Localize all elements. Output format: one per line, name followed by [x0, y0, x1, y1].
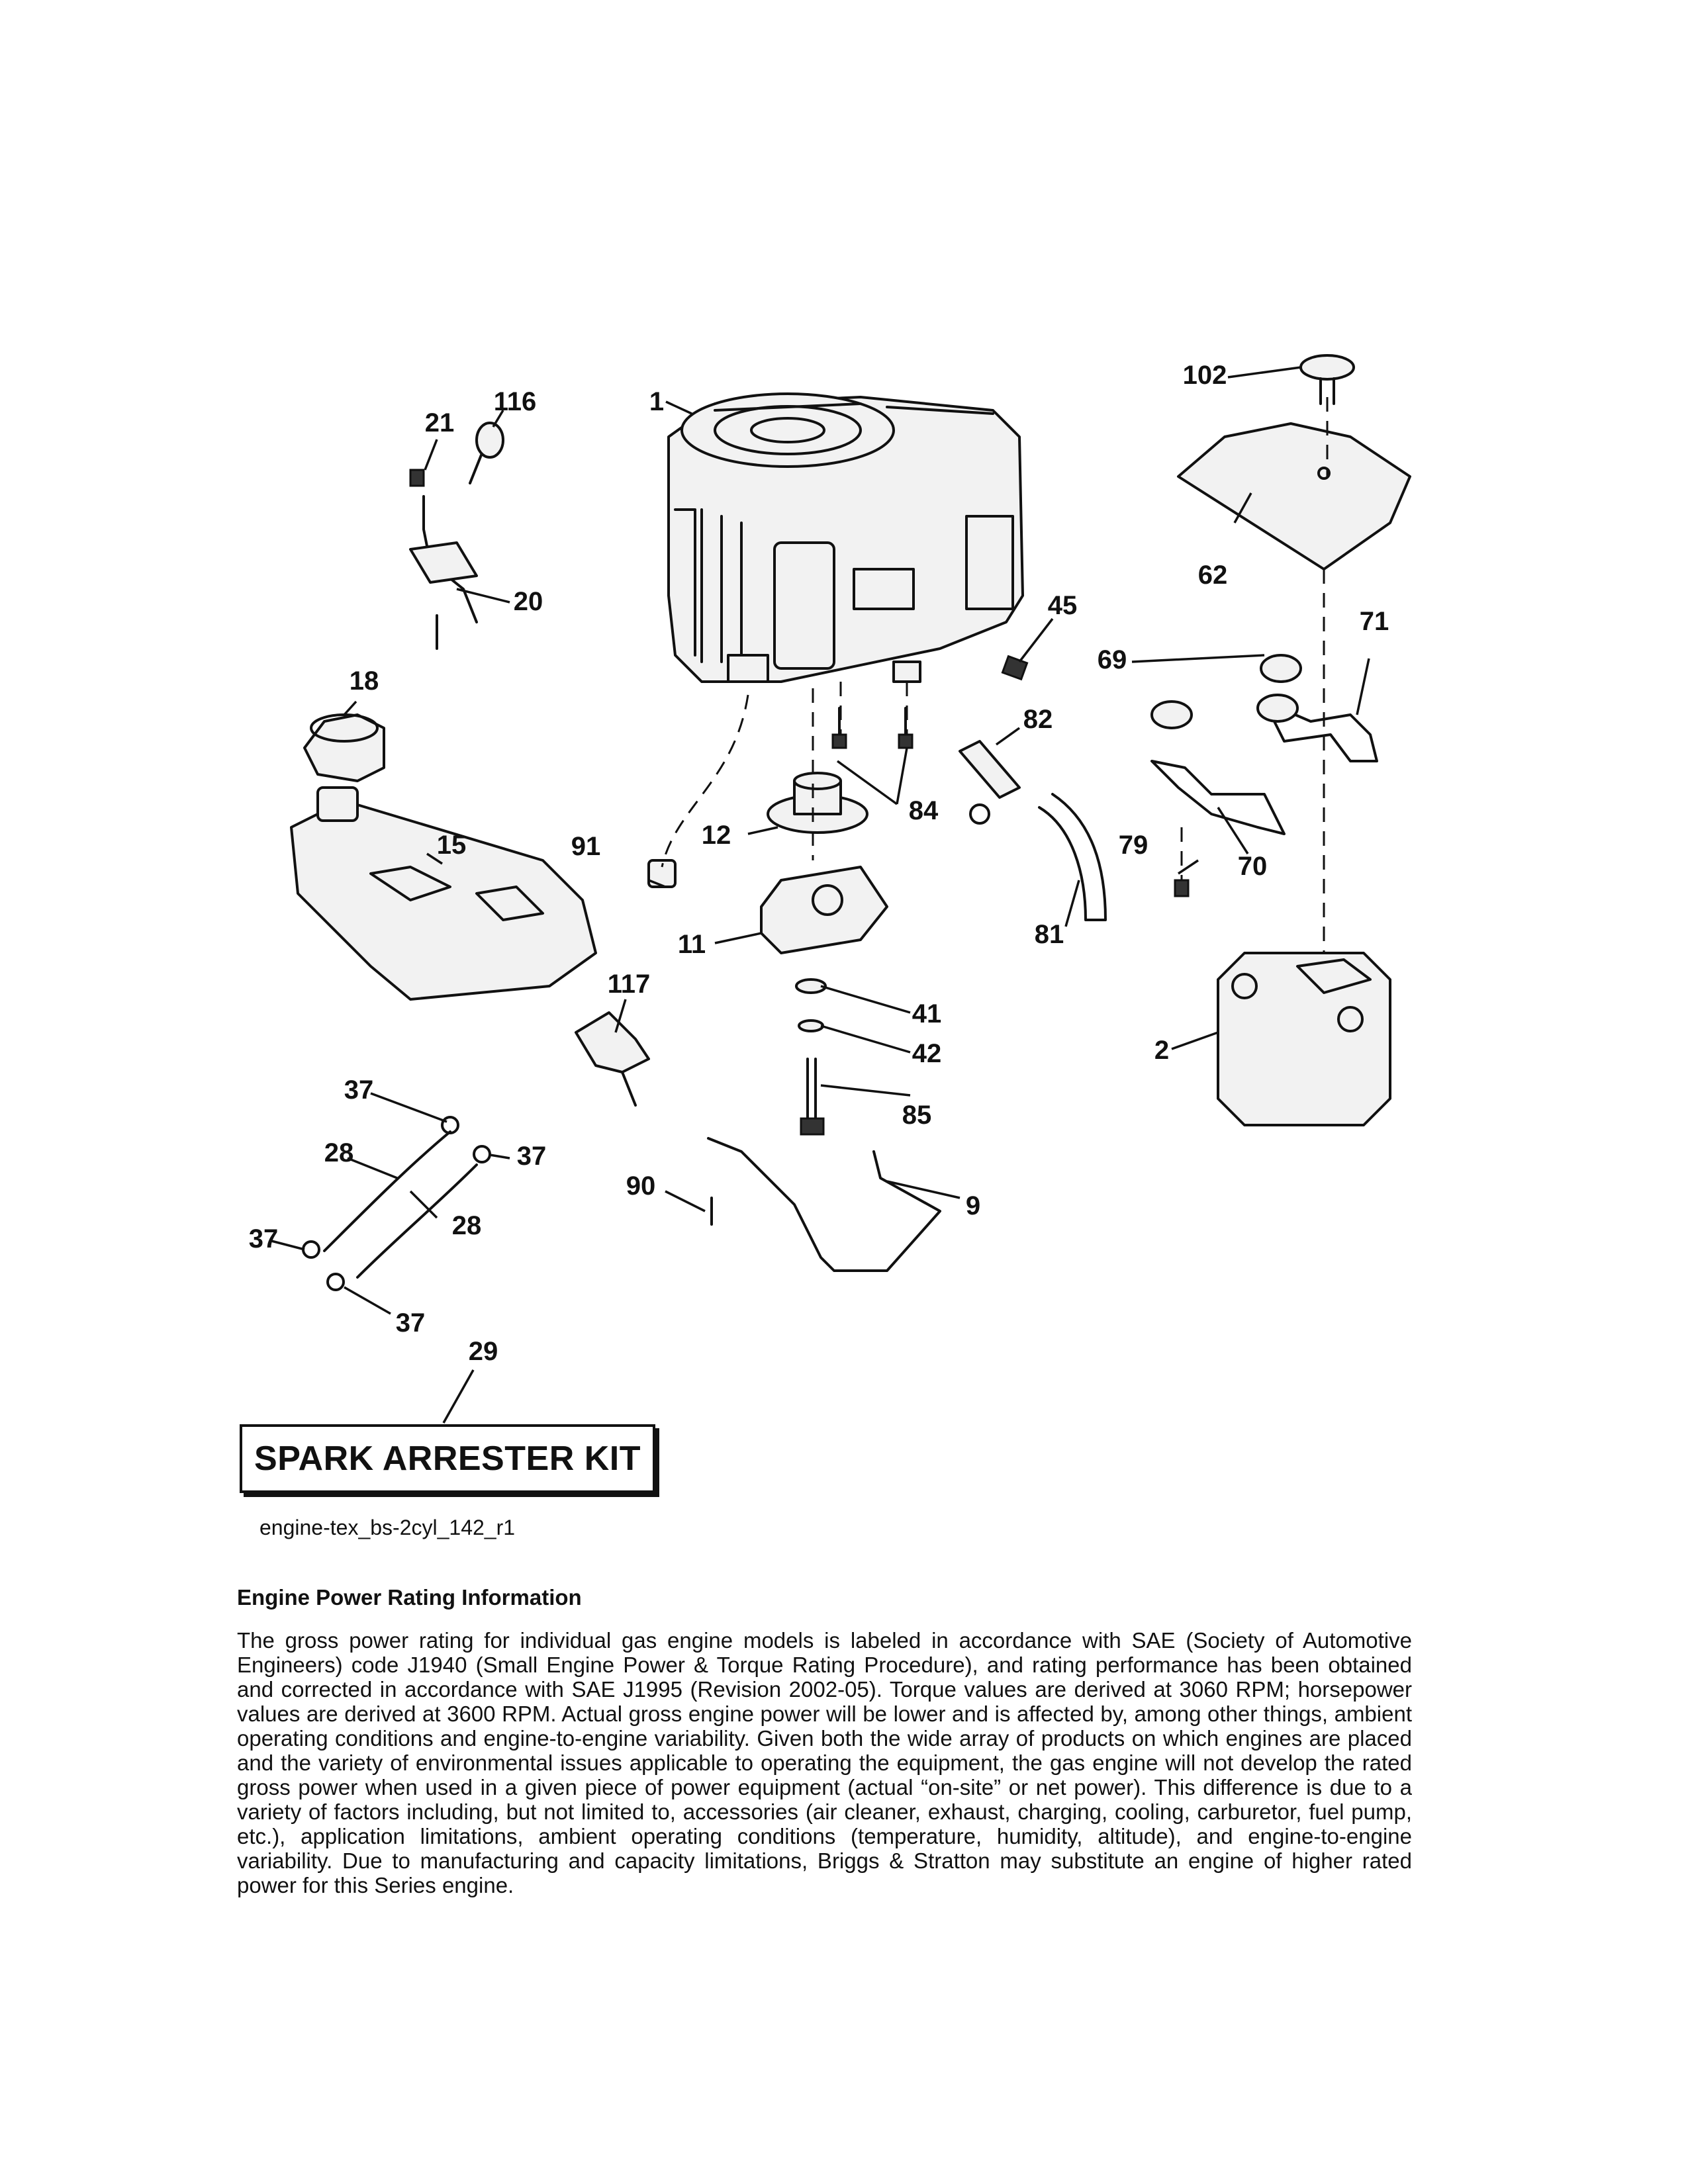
callout-12: 12 [702, 821, 731, 850]
fuel-tank-part [290, 786, 597, 1001]
info-heading: Engine Power Rating Information [237, 1585, 582, 1610]
engine-part [667, 392, 1024, 683]
exploded-parts-diagram: 1 102 62 21 116 20 18 15 45 69 71 82 84 … [249, 354, 1411, 1424]
washer-part [795, 978, 827, 1136]
callout-37-top: 37 [344, 1075, 374, 1105]
bolt-part [831, 707, 914, 749]
bolt-part [1174, 879, 1190, 897]
callout-117: 117 [608, 970, 651, 999]
callout-82: 82 [1023, 705, 1053, 734]
callout-20: 20 [514, 587, 543, 616]
callout-42: 42 [912, 1039, 942, 1068]
gas-cap-part [303, 713, 385, 782]
pulley-part [767, 772, 868, 834]
callout-79: 79 [1119, 831, 1149, 860]
nut-part [1001, 655, 1029, 681]
spark-arrester-kit-title: SPARK ARRESTER KIT [254, 1439, 641, 1478]
callout-69: 69 [1098, 645, 1127, 674]
callout-15: 15 [437, 831, 467, 860]
assembly-lines [661, 397, 1329, 953]
fuel-filter-part [959, 740, 1021, 825]
fuel-valve-part [575, 1011, 650, 1107]
callout-84: 84 [909, 796, 939, 825]
callout-85: 85 [902, 1101, 932, 1130]
clutch-part [760, 866, 888, 954]
info-body: The gross power rating for individual ga… [237, 1628, 1412, 1897]
callout-28-lower: 28 [452, 1211, 482, 1240]
callout-11: 11 [678, 930, 706, 959]
fuel-hose-part [1038, 793, 1107, 921]
callout-37-left: 37 [249, 1224, 279, 1253]
callout-45: 45 [1048, 591, 1078, 620]
fuel-line-part [323, 1130, 478, 1279]
callout-62: 62 [1198, 561, 1228, 590]
throttle-control-part [409, 422, 504, 650]
callout-41: 41 [912, 999, 942, 1028]
callout-18: 18 [350, 666, 379, 696]
callout-81: 81 [1035, 920, 1064, 949]
knob-part [1299, 354, 1355, 405]
muffler-part [1217, 952, 1391, 1126]
leader-lines [271, 366, 1370, 1424]
callout-90: 90 [626, 1171, 656, 1201]
bracket-part [707, 1137, 941, 1272]
callout-28-upper: 28 [324, 1138, 354, 1167]
gasket-part [1150, 654, 1302, 729]
diagram-caption: engine-tex_bs-2cyl_142_r1 [259, 1516, 516, 1539]
callout-116: 116 [494, 387, 537, 416]
callout-70: 70 [1238, 852, 1268, 881]
callout-1: 1 [649, 387, 664, 416]
callout-2: 2 [1154, 1036, 1169, 1065]
bushing-part [647, 859, 677, 888]
callout-102: 102 [1183, 361, 1227, 390]
heat-shield-part [1177, 422, 1411, 570]
callout-labels: 1 102 62 21 116 20 18 15 45 69 71 82 84 … [249, 361, 1389, 1366]
callout-37-bottom: 37 [396, 1308, 426, 1338]
callout-91: 91 [571, 832, 601, 861]
callout-21: 21 [425, 408, 455, 437]
callout-71: 71 [1360, 607, 1389, 636]
callout-29: 29 [469, 1337, 498, 1366]
spark-arrester-kit-box: SPARK ARRESTER KIT [240, 1424, 655, 1493]
callout-9: 9 [966, 1191, 980, 1220]
callout-37-right: 37 [517, 1142, 547, 1171]
